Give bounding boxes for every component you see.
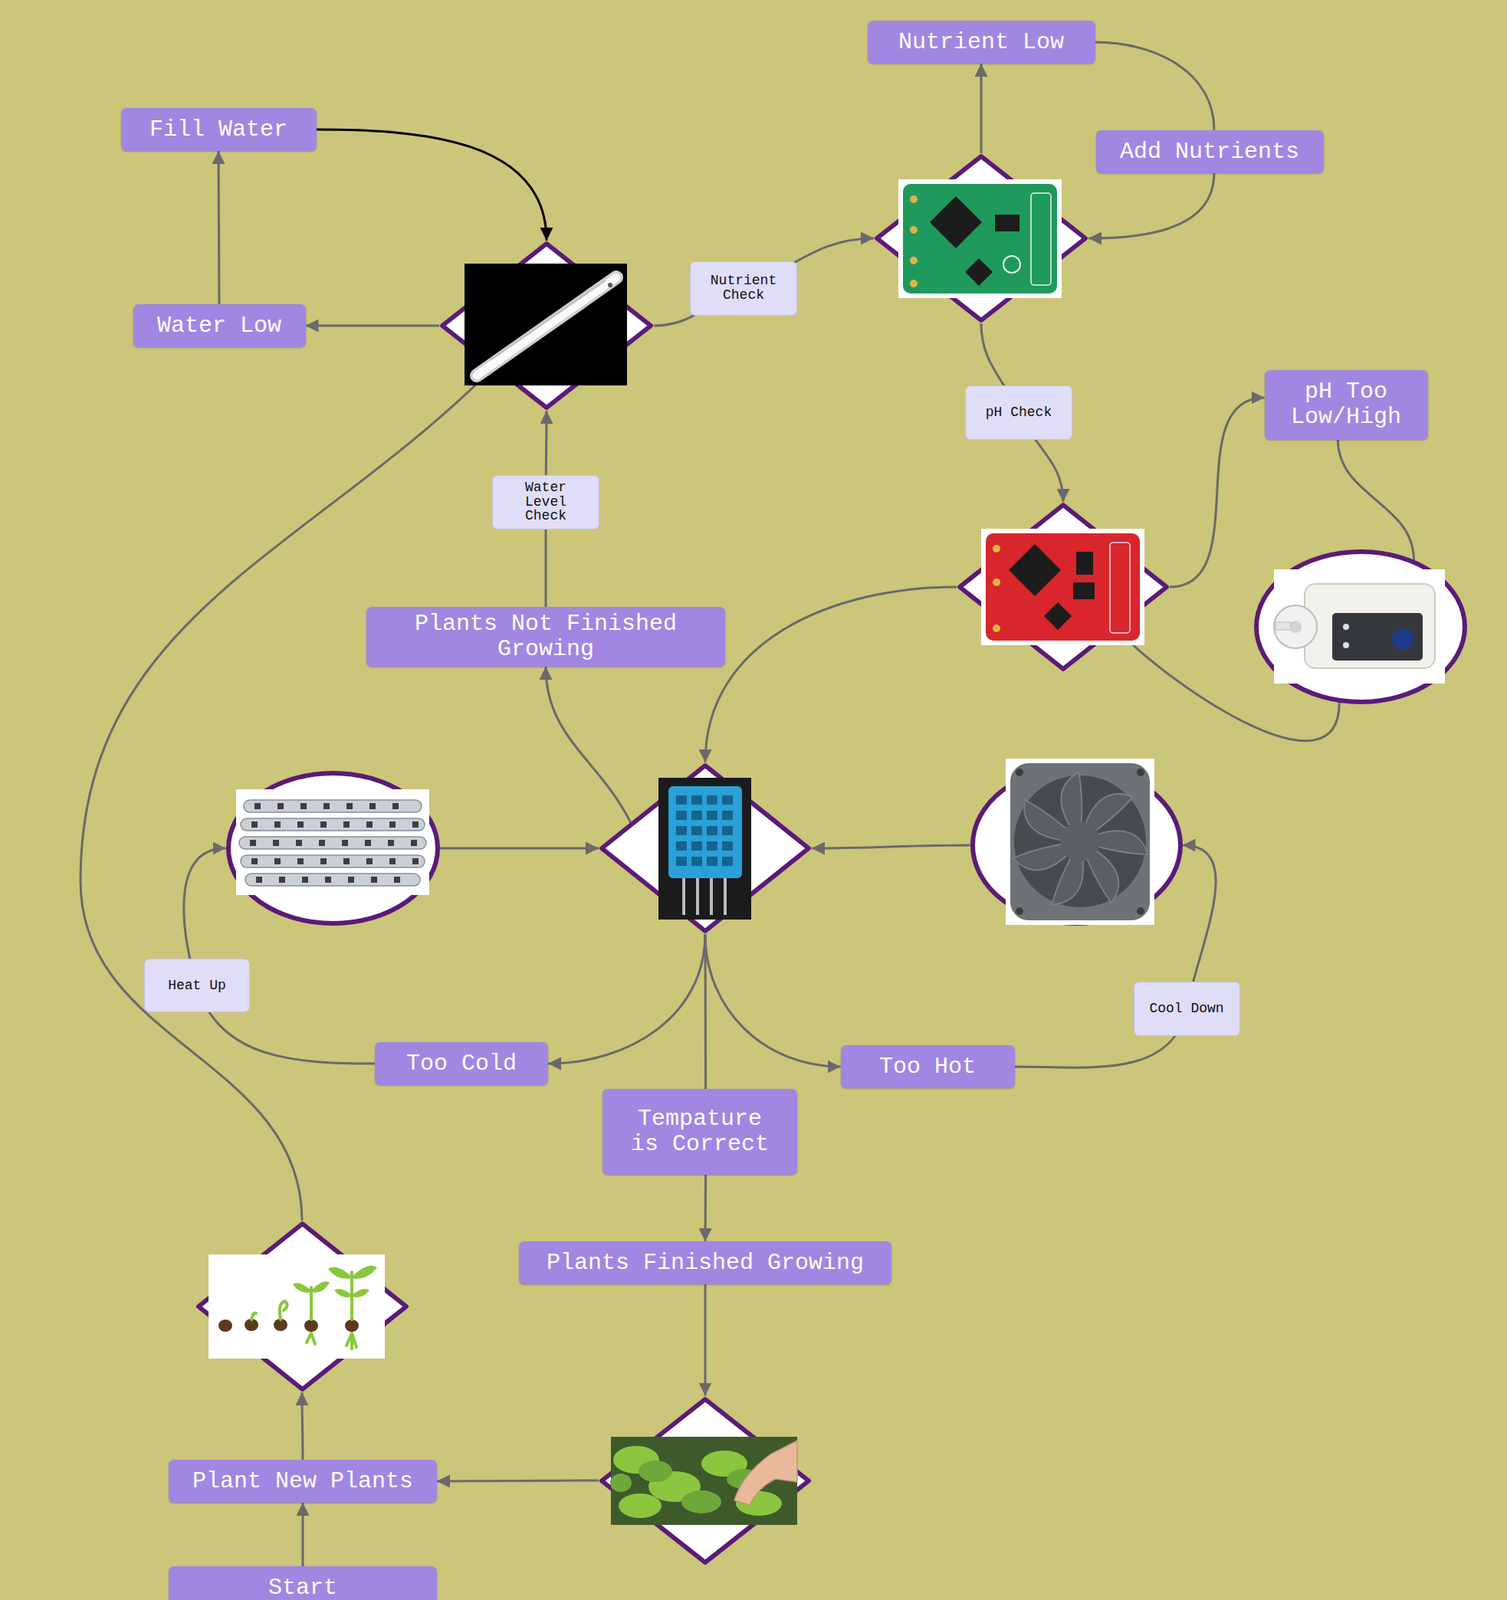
shape-outline [195,1221,410,1393]
edge-label: Cool Down [1133,981,1241,1037]
connector [1095,42,1215,131]
shape-outline [598,1396,812,1567]
connector [305,325,440,328]
shape-outline [1256,551,1465,703]
box-text: Too Hot [850,1054,1006,1081]
device-ellipse [1254,549,1468,705]
shape-outline [198,1224,407,1390]
edge-label-text: pH Check [976,405,1061,421]
shape-outline [439,240,654,411]
box-text: Too Cold [384,1051,539,1077]
edge-label-text: Nutrient Check [701,273,786,303]
edge-label: pH Check [965,385,1073,440]
connector [1088,173,1215,239]
connector [704,1175,708,1242]
shape-outline [873,153,1089,324]
connector [705,934,841,1068]
shape-outline [226,771,440,926]
edge-label-text: Heat Up [155,978,239,994]
connector [704,934,708,1090]
connector [653,238,874,326]
shape-outline [876,156,1086,321]
box-text: Plants Not Finished Growing [375,611,716,663]
shape-outline [972,767,1181,924]
box-text: Start [177,1575,428,1600]
process-box: Start [168,1566,437,1600]
shape-outline [956,502,1170,673]
connector [545,666,631,823]
shape-outline [601,765,809,932]
connector [811,845,971,849]
device-ellipse [226,771,440,926]
edge-label: Water Level Check [492,475,600,530]
shape-outline [598,762,812,935]
connector [548,934,706,1064]
edge-label-text: Cool Down [1145,1001,1229,1017]
connector [439,847,600,851]
process-box: Water Low [133,304,306,348]
decision-diamond [956,502,1170,673]
process-box: Plants Not Finished Growing [366,607,726,667]
connector [1337,439,1414,562]
shape-outline [228,773,438,924]
process-box: Plants Finished Growing [518,1241,892,1285]
connector [302,1503,305,1567]
process-box: Fill Water [121,108,317,152]
shape-outline [1254,549,1468,705]
device-ellipse [970,764,1183,926]
connector [980,63,983,154]
edge-label-text: Water Level Check [503,480,588,525]
connector [302,1392,303,1461]
edge-label: Heat Up [144,958,250,1013]
connector [1169,397,1265,588]
decision-diamond [598,762,812,935]
process-box: Plant New Plants [168,1460,437,1504]
shape-outline [442,243,651,408]
decision-diamond [873,153,1089,324]
connector [80,368,493,1222]
shape-outline [959,505,1167,670]
connector [218,151,220,305]
process-box: Too Cold [374,1042,549,1086]
box-text: Plants Finished Growing [528,1250,883,1277]
shape-outline [970,764,1183,926]
box-text: Tempature is Correct [627,1106,773,1158]
process-box: Tempature is Correct [602,1089,798,1176]
shape-outline [601,1399,809,1563]
box-text: Fill Water [130,117,308,143]
process-box: Add Nutrients [1096,130,1324,174]
process-box: Nutrient Low [867,20,1096,64]
decision-diamond [439,240,654,411]
connector [316,129,548,241]
edge-label: Nutrient Check [689,261,798,316]
box-text: Add Nutrients [1105,139,1315,165]
box-text: Water Low [142,313,297,339]
connector [705,587,957,763]
process-box: Too Hot [840,1045,1015,1089]
box-text: Plant New Plants [177,1469,428,1495]
decision-diamond [195,1221,410,1393]
connector [436,1480,599,1482]
box-text: Nutrient Low [876,29,1087,56]
decision-diamond [598,1396,812,1567]
process-box: pH Too Low/High [1264,370,1429,440]
connector [704,1284,707,1397]
box-text: pH Too Low/High [1273,379,1419,431]
